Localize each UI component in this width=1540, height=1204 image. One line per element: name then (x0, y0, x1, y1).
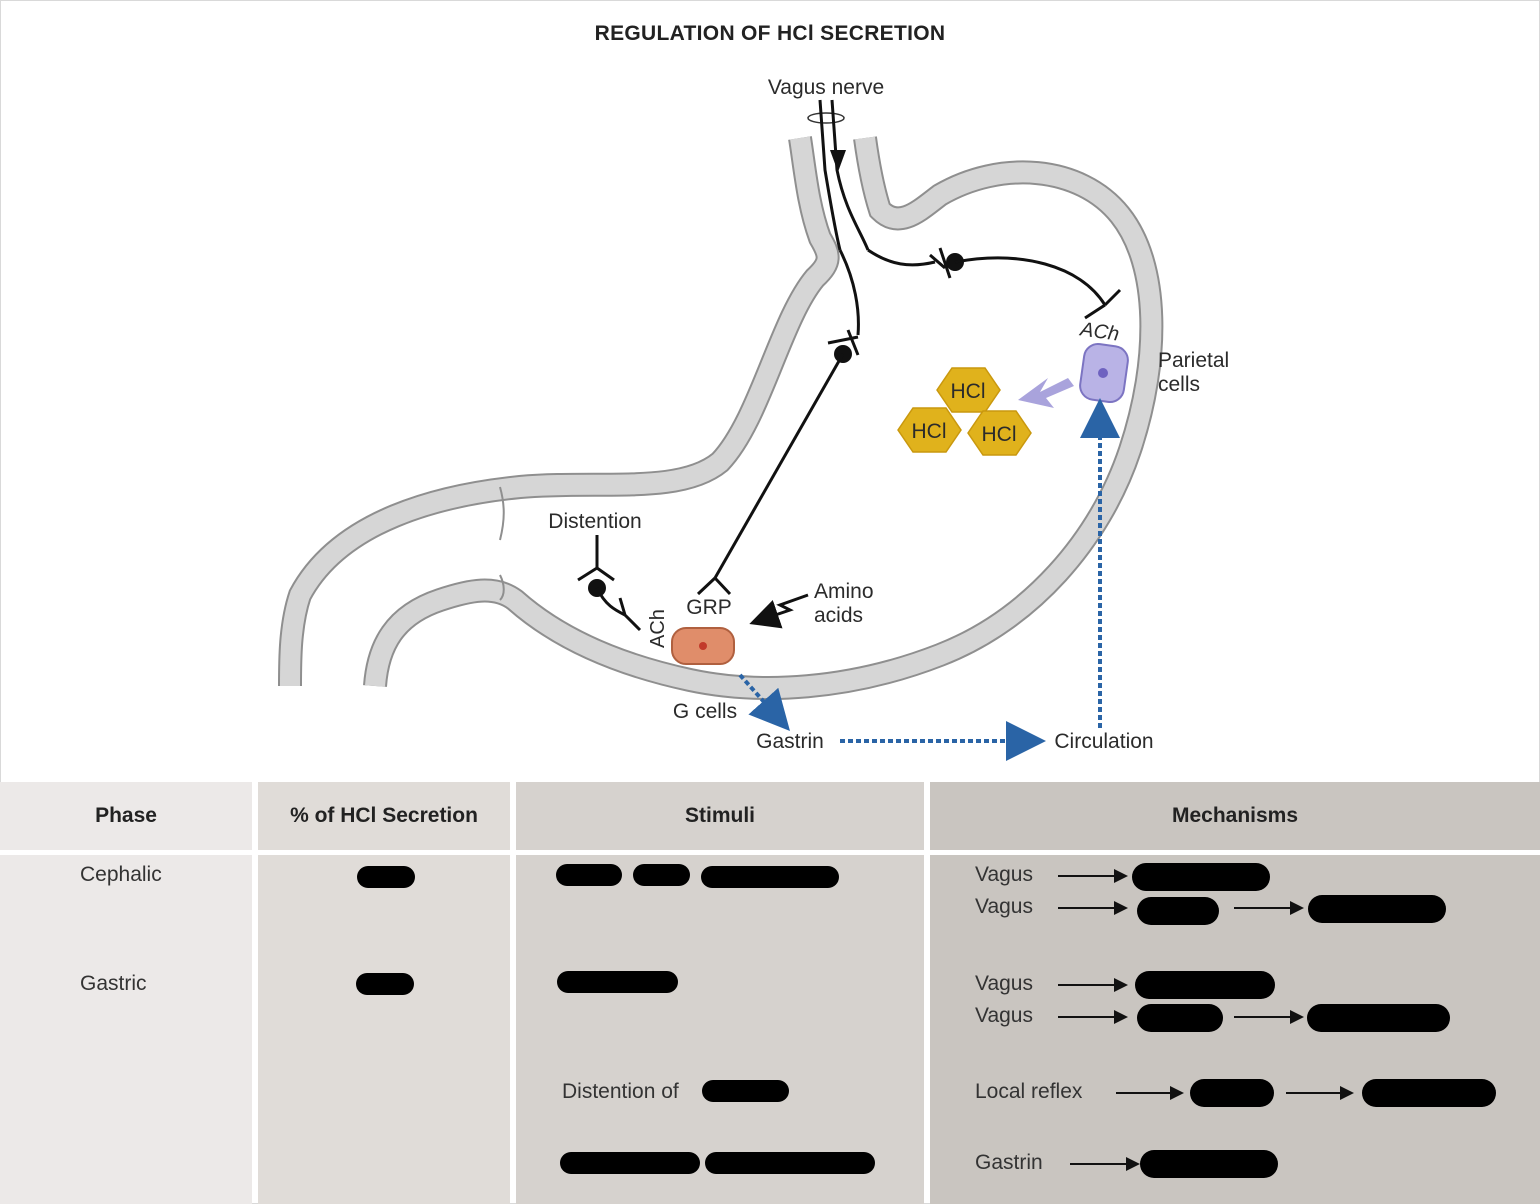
g-cells-label: G cells (673, 700, 737, 723)
redacted-value (1132, 863, 1270, 891)
mechanism-vagus: Vagus (975, 1004, 1033, 1027)
gastrin-label: Gastrin (756, 730, 824, 753)
arrow-icon (1234, 901, 1304, 915)
stimuli-header: Stimuli (684, 804, 755, 827)
amino-acids-label-2: acids (814, 604, 863, 627)
stimuli-column: Stimuli Distention of (516, 782, 924, 1204)
redacted-value (356, 973, 414, 995)
redacted-value (1307, 1004, 1450, 1032)
figure-title: REGULATION OF HCl SECRETION (594, 22, 946, 45)
circulation-label: Circulation (1054, 730, 1153, 753)
parietal-cell (1079, 343, 1129, 403)
distention-label: Distention (548, 510, 641, 533)
redacted-value (1137, 897, 1219, 925)
stimuli-distention-of: Distention of (562, 1080, 679, 1103)
redacted-value (702, 1080, 789, 1102)
percent-column: % of HCl Secretion (258, 782, 510, 1204)
arrow-icon (1058, 1010, 1128, 1024)
redacted-value (560, 1152, 700, 1174)
hcl-molecule: HCl (967, 410, 1032, 456)
arrow-icon (1286, 1086, 1354, 1100)
arrow-icon (1058, 978, 1128, 992)
vagus-nerve-label: Vagus nerve (768, 76, 884, 99)
mechanism-vagus: Vagus (975, 972, 1033, 995)
svg-text:HCl: HCl (951, 380, 986, 403)
redacted-value (633, 864, 690, 886)
grp-label: GRP (686, 596, 732, 619)
amino-acids-arrow (749, 593, 809, 629)
mechanism-vagus: Vagus (975, 863, 1033, 886)
svg-text:HCl: HCl (982, 423, 1017, 446)
phase-cephalic: Cephalic (80, 863, 162, 886)
redacted-value (1135, 971, 1275, 999)
redacted-value (1137, 1004, 1223, 1032)
amino-acids-label-1: Amino (814, 580, 874, 603)
header-divider (0, 850, 1540, 855)
redacted-value (701, 866, 839, 888)
arrow-icon (1234, 1010, 1304, 1024)
stomach-diagram: HCl HCl HCl Vagus nerve ACh Parietal cel… (278, 76, 1229, 761)
parietal-cells-label-2: cells (1158, 373, 1200, 396)
hcl-phase-table: Phase Cephalic Gastric % of HCl Secretio… (0, 782, 1540, 1204)
hcl-molecule: HCl (936, 367, 1001, 413)
stomach-wall (278, 136, 1164, 700)
hcl-molecule: HCl (897, 407, 962, 453)
mechanism-gastrin: Gastrin (975, 1151, 1043, 1174)
redacted-value (1308, 895, 1446, 923)
secretion-arrow (1018, 378, 1074, 408)
redacted-value (357, 866, 415, 888)
parietal-cells-label-1: Parietal (1158, 349, 1229, 372)
mechanisms-column: Mechanisms Vagus Vagus Vagus Vagus Local… (930, 782, 1540, 1204)
g-cell (671, 627, 735, 665)
ach-label-top: ACh (1078, 318, 1121, 345)
redacted-value (556, 864, 622, 886)
arrow-icon (1116, 1086, 1184, 1100)
synapse-middle (696, 329, 860, 596)
redacted-value (705, 1152, 875, 1174)
arrow-icon (1058, 901, 1128, 915)
redacted-value (1140, 1150, 1278, 1178)
redacted-value (1362, 1079, 1496, 1107)
redacted-value (1190, 1079, 1274, 1107)
mechanisms-header: Mechanisms (1171, 804, 1299, 827)
synapse-upper (929, 247, 1122, 320)
mechanism-vagus: Vagus (975, 895, 1033, 918)
gastrin-pathway (738, 398, 1120, 761)
percent-header: % of HCl Secretion (290, 804, 478, 827)
ach-label-bottom: ACh (647, 609, 669, 648)
phase-header: Phase (95, 804, 157, 827)
arrow-icon (1058, 869, 1128, 883)
mechanism-local-reflex: Local reflex (975, 1080, 1083, 1103)
distention-neuron (577, 535, 642, 632)
arrow-icon (1070, 1157, 1140, 1171)
redacted-value (557, 971, 678, 993)
phase-gastric: Gastric (80, 972, 147, 995)
phase-column: Phase Cephalic Gastric (0, 782, 252, 1204)
vagus-nerve-fibers (807, 99, 936, 336)
svg-text:HCl: HCl (912, 420, 947, 443)
hcl-cluster: HCl HCl HCl (897, 367, 1032, 456)
